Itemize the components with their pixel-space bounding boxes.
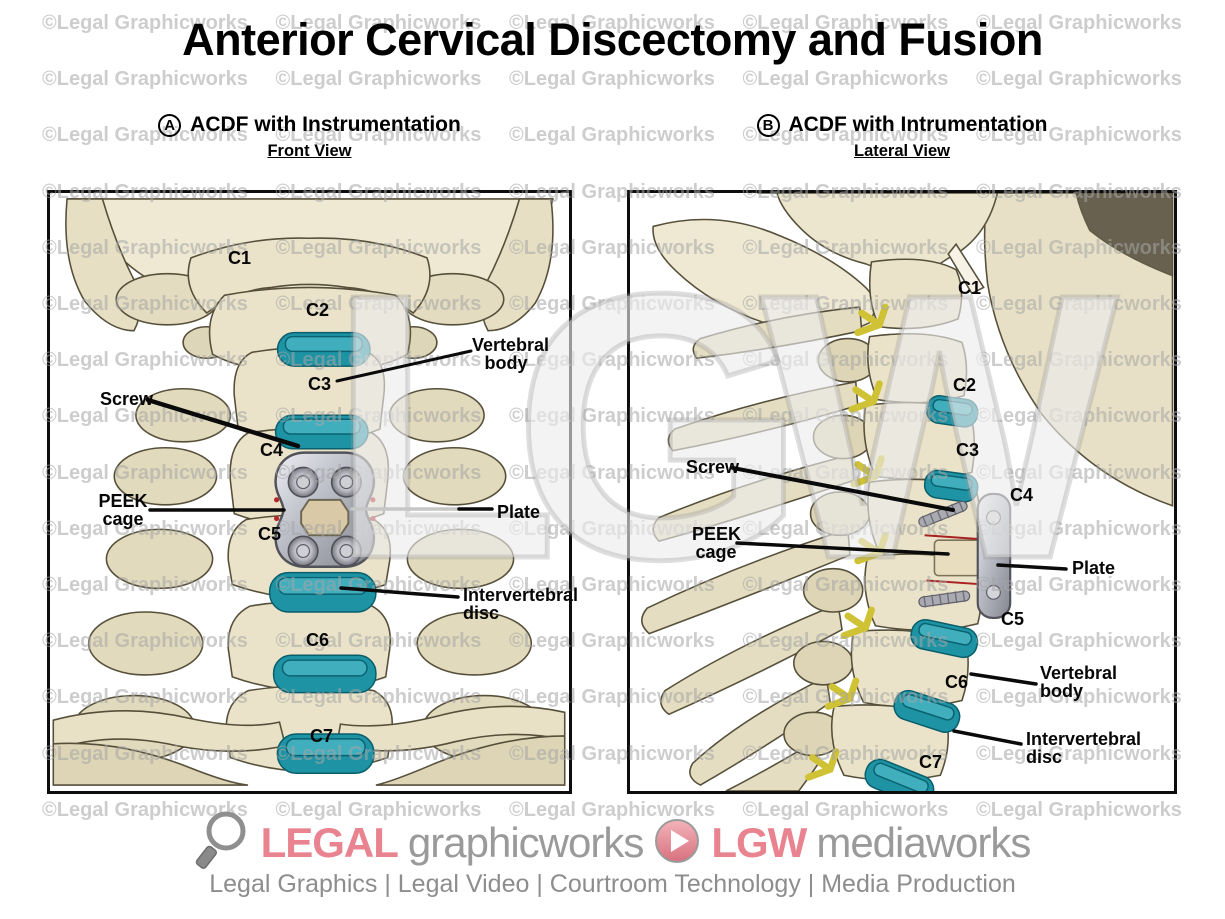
play-icon xyxy=(653,817,701,870)
panel-b-header: B ACDF with Intrumentation Lateral View xyxy=(627,113,1177,161)
front-view-illustration xyxy=(52,198,566,786)
brand-legal: LEGAL xyxy=(260,819,399,866)
panel-a-heading: ACDF with Instrumentation xyxy=(190,113,461,136)
footer-branding: LEGAL graphicworks LGW mediaworks xyxy=(0,811,1225,872)
lateral-view-illustration xyxy=(641,193,1174,791)
watermark-tile: ©Legal Graphicworks xyxy=(742,68,949,91)
panel-b-heading: ACDF with Intrumentation xyxy=(788,113,1048,136)
watermark-tile: ©Legal Graphicworks xyxy=(509,68,715,91)
brand-graphicworks: graphicworks xyxy=(407,819,644,866)
panel-b-lateral-view xyxy=(627,190,1177,794)
panel-a-header: A ACDF with Instrumentation Front View xyxy=(47,113,572,161)
watermark-tile: ©Legal Graphicworks xyxy=(275,68,482,91)
panel-b-badge: B xyxy=(756,113,780,137)
panel-a-front-view xyxy=(47,190,572,794)
watermark-tile: ©Legal Graphicworks xyxy=(976,68,1182,91)
brand-mediaworks: mediaworks xyxy=(816,819,1031,866)
magnifier-icon xyxy=(195,810,251,877)
panel-b-subheading: Lateral View xyxy=(854,142,950,160)
panel-a-badge: A xyxy=(158,113,182,137)
exhibit-title: Anterior Cervical Discectomy and Fusion xyxy=(182,14,1043,65)
panel-a-subheading: Front View xyxy=(267,142,352,160)
footer-tagline: Legal Graphics | Legal Video | Courtroom… xyxy=(209,870,1016,898)
watermark-tile: ©Legal Graphicworks xyxy=(42,68,248,91)
brand-lgw: LGW xyxy=(711,819,807,866)
